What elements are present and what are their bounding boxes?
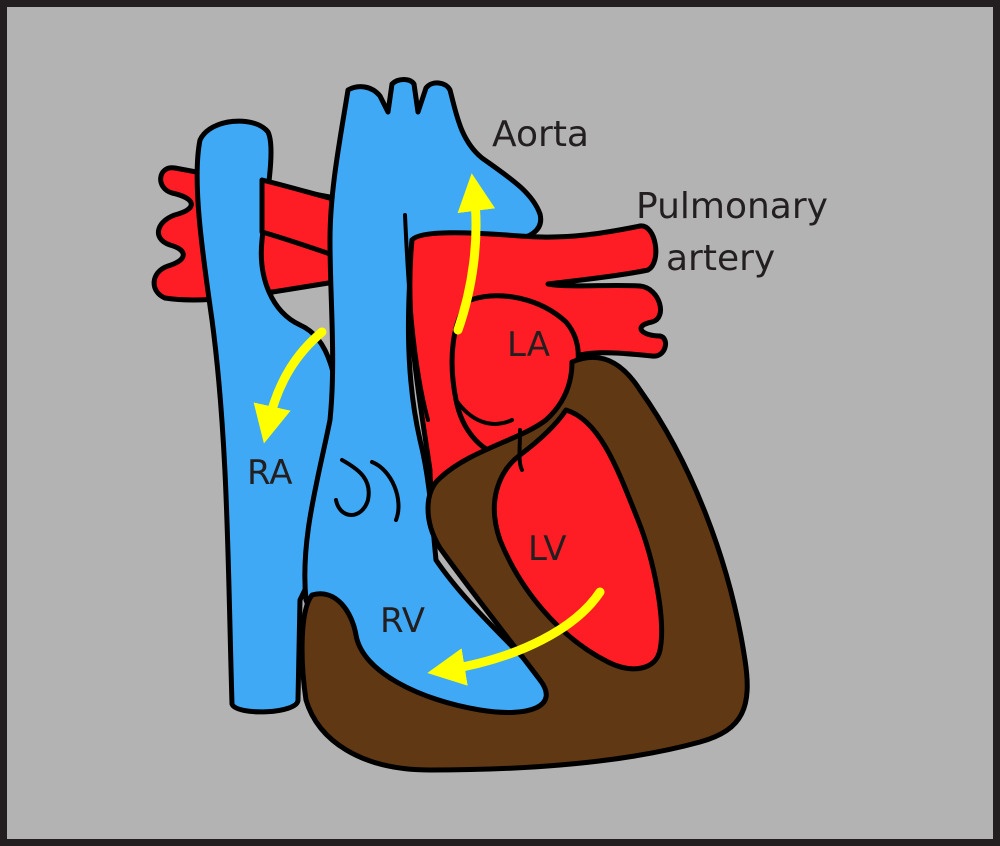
blood-flow-arrow-ventricle	[427, 587, 605, 686]
pulmonary-artery-label-line1: Pulmonary	[636, 186, 828, 227]
ra-contour-line	[334, 458, 371, 517]
aorta-contour-line	[403, 213, 430, 422]
blood-flow-arrow-aorta	[453, 173, 496, 335]
left-atrium-label: LA	[507, 325, 550, 365]
rv-contour-line	[370, 460, 401, 522]
left-ventricle	[491, 407, 665, 672]
left-ventricle-label: LV	[528, 529, 566, 569]
aorta-label: Aorta	[492, 114, 589, 155]
la-lv-contour-line	[454, 398, 514, 426]
right-ventricle-label: RV	[380, 601, 425, 641]
pulmonary-artery-label-line2: artery	[666, 238, 775, 279]
blood-flow-arrow-right-atrium	[253, 327, 327, 444]
right-atrium-label: RA	[247, 453, 293, 493]
septum-contour-line	[517, 428, 524, 472]
